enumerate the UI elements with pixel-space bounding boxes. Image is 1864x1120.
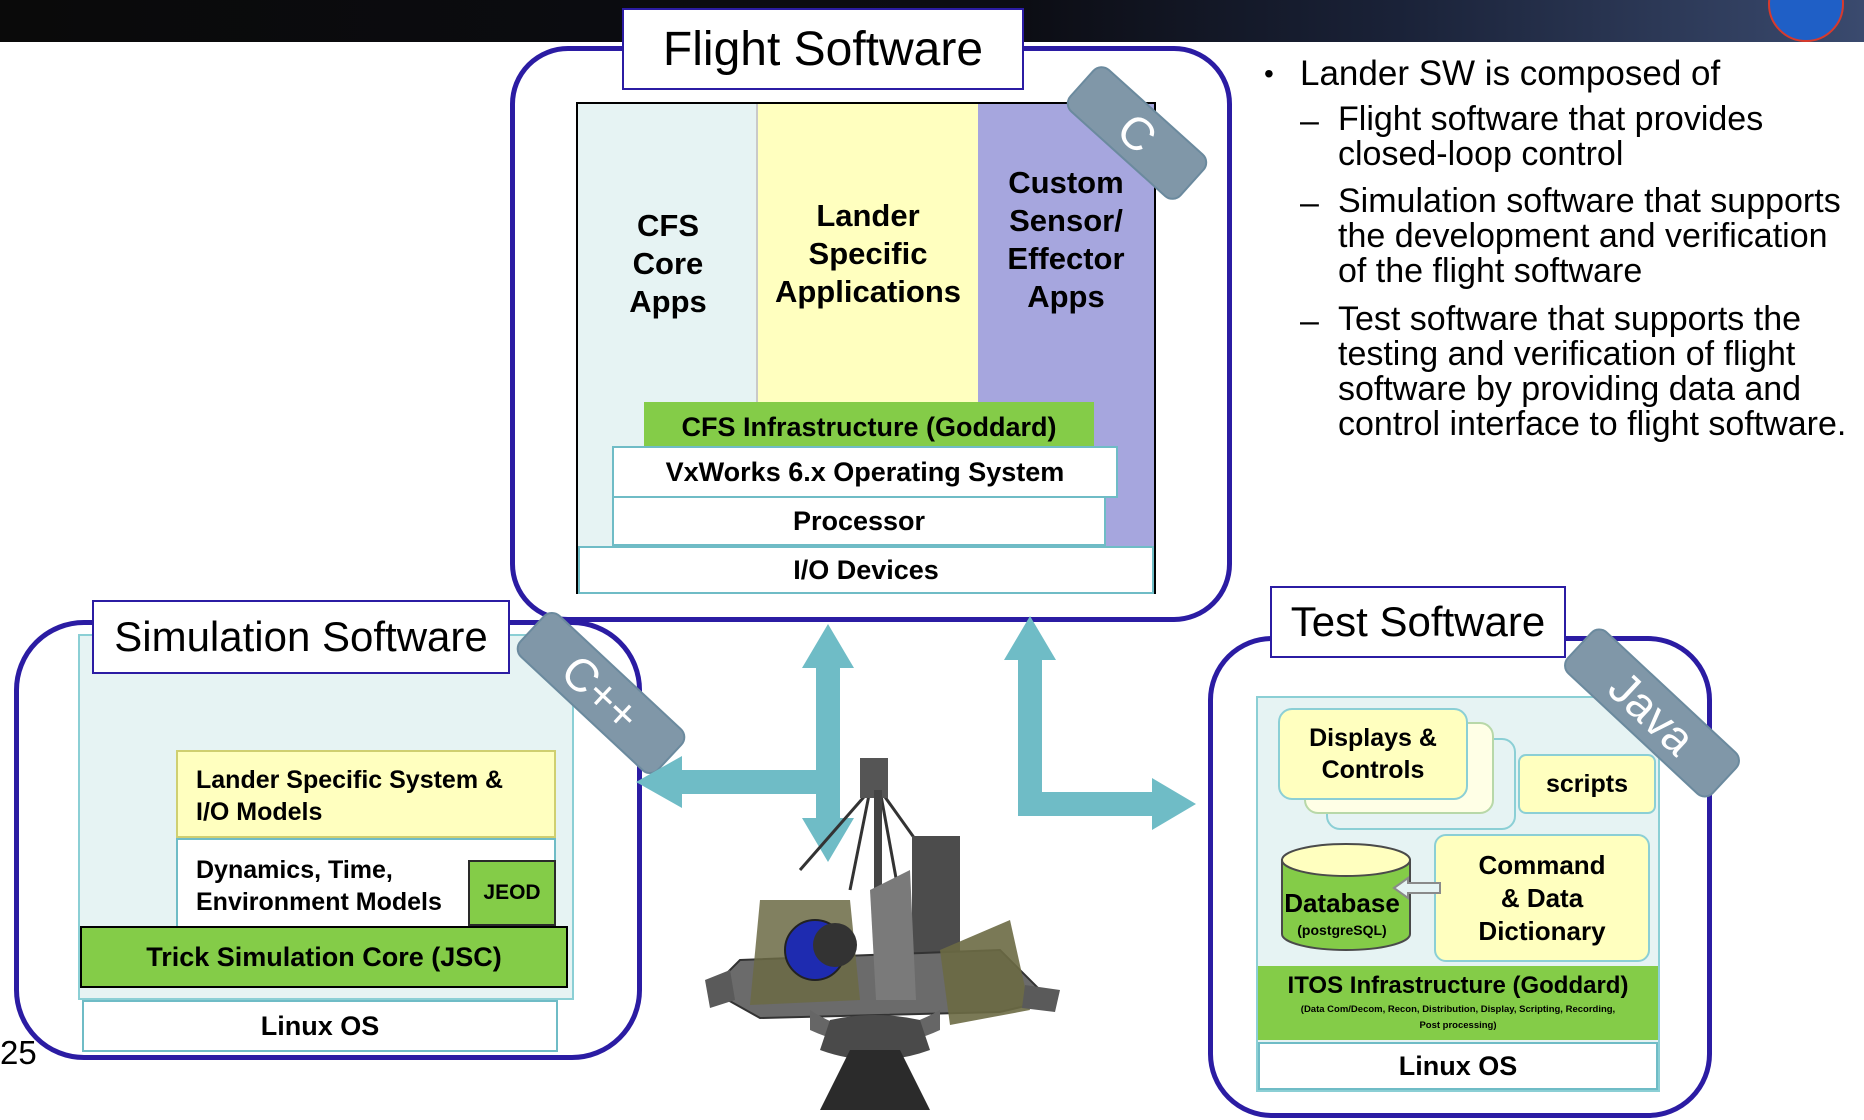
custom-apps-label: Custom Sensor/ Effector Apps <box>1007 165 1125 314</box>
command-data-dictionary: Command & Data Dictionary <box>1434 834 1650 962</box>
vxworks-os-label: VxWorks 6.x Operating System <box>665 456 1065 487</box>
lander-specific-apps: Lander Specific Applications <box>756 104 978 404</box>
scripts: scripts <box>1518 754 1656 814</box>
arrow-left-to-sim <box>636 756 840 808</box>
lander-system-models: Lander Specific System & I/O Models <box>176 750 556 838</box>
itos-infrastructure-detail: (Data Com/Decom, Recon, Distribution, Di… <box>1300 1004 1616 1031</box>
jeod: JEOD <box>468 860 556 926</box>
itos-infrastructure-label: ITOS Infrastructure (Goddard) <box>1287 972 1629 999</box>
cfs-core-apps-label: CFS Core Apps <box>629 208 707 319</box>
hollow-arrow-icon <box>1392 876 1441 900</box>
io-devices-label: I/O Devices <box>793 554 939 585</box>
test-software-title: Test Software <box>1270 586 1566 658</box>
sim-linux-os: Linux OS <box>82 1000 558 1052</box>
dynamics-models-label: Dynamics, Time, Environment Models <box>196 856 442 916</box>
trick-simulation-core: Trick Simulation Core (JSC) <box>80 926 568 988</box>
simulation-software-title: Simulation Software <box>92 600 510 674</box>
database-label: Database <box>1284 888 1400 918</box>
arrow-up-left <box>802 624 854 780</box>
cfs-infrastructure-label: CFS Infrastructure (Goddard) <box>681 411 1057 442</box>
command-data-dictionary-label: Command & Data Dictionary <box>1478 849 1606 946</box>
database-icon <box>1281 843 1411 951</box>
cfs-core-apps: CFS Core Apps <box>578 104 758 424</box>
trick-simulation-core-label: Trick Simulation Core (JSC) <box>146 941 502 972</box>
lander-illustration <box>705 758 1060 1110</box>
lander-specific-apps-label: Lander Specific Applications <box>774 198 961 309</box>
sim-linux-os-label: Linux OS <box>260 1010 380 1041</box>
arrow-up-right <box>1004 616 1056 804</box>
displays-controls-label: Displays & Controls <box>1309 724 1437 784</box>
processor: Processor <box>612 496 1106 546</box>
sub-bullet-dash-1: – <box>1300 102 1319 140</box>
sub-bullet-dash-3: – <box>1300 302 1319 340</box>
processor-label: Processor <box>792 505 926 536</box>
io-devices: I/O Devices <box>578 546 1154 594</box>
sub-bullet-3: Test software that supports the testing … <box>1338 300 1847 443</box>
sub-bullet-2: Simulation software that supports the de… <box>1338 182 1841 290</box>
displays-controls: Displays & Controls <box>1278 708 1468 800</box>
vxworks-os: VxWorks 6.x Operating System <box>612 446 1118 498</box>
database-cylinder <box>1280 842 1412 952</box>
jeod-label: JEOD <box>483 881 541 904</box>
test-software-title-text: Test Software <box>1290 598 1546 645</box>
dictionary-to-database-arrow <box>1392 876 1442 900</box>
simulation-software-title-text: Simulation Software <box>114 613 488 660</box>
flight-software-title: Flight Software <box>622 8 1024 90</box>
arrow-down-to-lander <box>802 780 854 862</box>
bullet-main: Lander SW is composed of <box>1300 54 1721 93</box>
itos-infrastructure: ITOS Infrastructure (Goddard) (Data Com/… <box>1258 966 1658 1040</box>
page-number: 25 <box>0 1034 37 1071</box>
sub-bullet-dash-2: – <box>1300 184 1319 222</box>
test-linux-os-label: Linux OS <box>1398 1050 1518 1081</box>
flight-software-title-text: Flight Software <box>662 22 984 76</box>
test-linux-os: Linux OS <box>1258 1042 1658 1090</box>
bullet-dot: • <box>1264 58 1274 89</box>
database-sub-label: (postgreSQL) <box>1297 922 1387 938</box>
scripts-label: scripts <box>1546 769 1628 798</box>
lander-system-models-label: Lander Specific System & I/O Models <box>196 766 504 826</box>
sub-bullet-1: Flight software that provides closed-loo… <box>1338 100 1764 173</box>
arrow-right-to-test <box>1018 778 1196 830</box>
cfs-infrastructure: CFS Infrastructure (Goddard) <box>644 402 1094 452</box>
